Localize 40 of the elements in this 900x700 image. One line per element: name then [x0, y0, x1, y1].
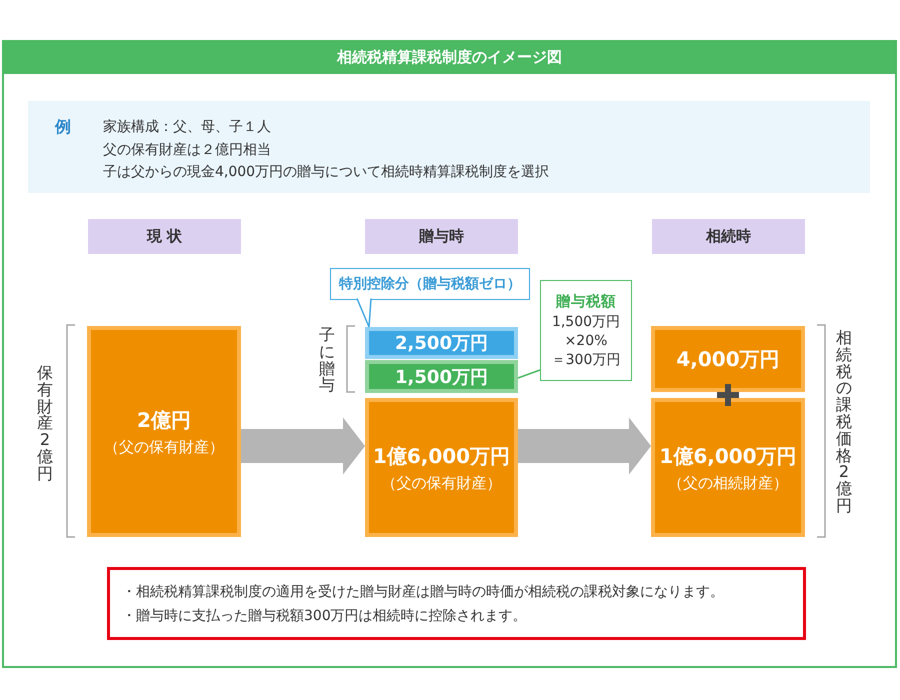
note-line: ・贈与時に支払った贈与税額300万円は相続時に控除されます。	[122, 606, 527, 624]
amount-text: 2億円	[137, 406, 191, 434]
stage-title: 相続時	[706, 227, 751, 246]
stage-title: 贈与時	[419, 227, 464, 246]
asset-block	[651, 326, 805, 392]
callout-pointer	[356, 298, 372, 328]
taxed-bar	[365, 360, 518, 393]
note-panel	[107, 567, 806, 640]
asset-block	[87, 326, 241, 537]
amount-text: 2,500万円	[395, 332, 488, 355]
amount-text: 1億6,000万円	[659, 442, 797, 470]
stage-title: 現 状	[146, 227, 182, 246]
asset-note: （父の保有財産）	[104, 438, 224, 456]
block-arrow	[518, 418, 651, 474]
bracket-label: 保有財産 2億円	[37, 365, 53, 483]
asset-block	[651, 398, 805, 537]
tax-formula: 1,500万円 ×20% ＝300万円	[550, 312, 622, 370]
bracket-label: 子に贈与	[319, 327, 335, 394]
stage-header	[88, 219, 241, 254]
tax-callout	[540, 280, 632, 381]
example-line: 家族構成：父、母、子１人	[103, 118, 271, 136]
asset-block	[365, 398, 518, 537]
amount-text: 1,500万円	[395, 366, 488, 388]
block-arrow	[241, 418, 365, 474]
bracket-label: 相続税の課税価格 2億円	[836, 330, 852, 515]
stage-header	[652, 219, 805, 254]
amount-text: 4,000万円	[676, 346, 780, 372]
asset-note: （父の保有財産）	[382, 474, 502, 492]
leader-line	[518, 369, 540, 379]
tax-heading: 贈与税額	[556, 292, 616, 310]
exempt-bar	[365, 327, 518, 359]
example-line: 父の保有財産は２億円相当	[103, 140, 271, 159]
asset-note: （父の相続財産）	[668, 474, 788, 492]
callout-text: 特別控除分（贈与税額ゼロ）	[339, 275, 521, 293]
amount-text: 1億6,000万円	[372, 442, 510, 470]
example-label: 例	[55, 118, 71, 136]
stage-header	[365, 219, 518, 254]
note-line: ・相続税精算課税制度の適用を受けた贈与財産は贈与時の時価が相続税の課税対象になります。	[122, 582, 724, 600]
title: 相続税精算課税制度のイメージ図	[337, 48, 562, 66]
example-line: 子は父からの現金4,000万円の贈与について相続時精算課税制度を選択	[103, 163, 550, 182]
